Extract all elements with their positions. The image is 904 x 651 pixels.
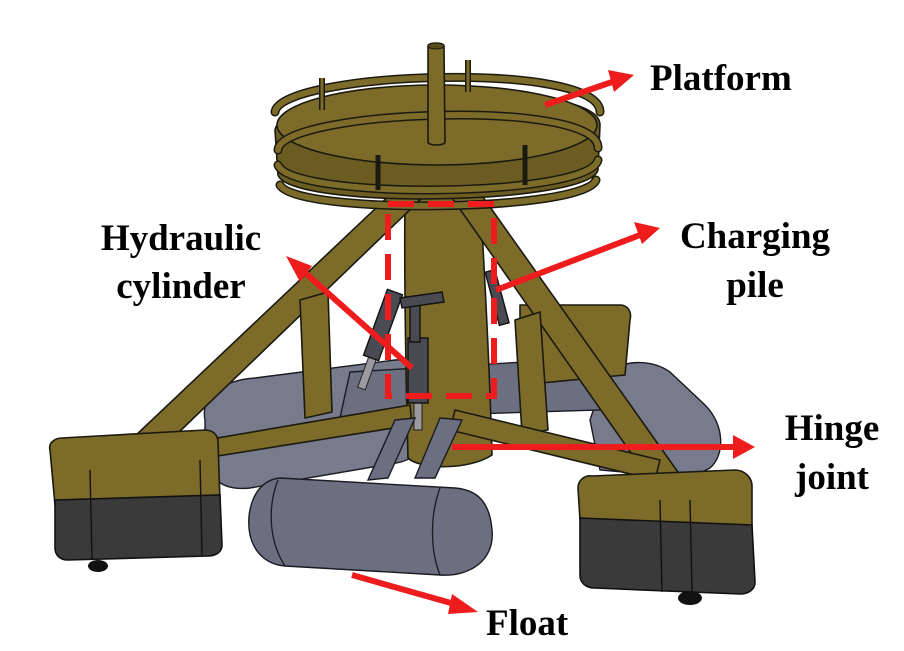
arrow-hinge-joint <box>452 435 755 459</box>
platform <box>270 42 605 211</box>
charging-pile-highlight-box <box>385 201 497 399</box>
label-hinge-joint-line2: joint <box>794 457 870 498</box>
label-charging-pile-line1: Charging <box>680 216 831 257</box>
label-float: Float <box>486 603 569 644</box>
label-platform: Platform <box>650 58 792 99</box>
arrow-hydraulic-cylinder <box>286 256 414 371</box>
arrow-float <box>351 572 478 614</box>
hinge-brackets <box>366 417 464 481</box>
right-base-foot <box>577 469 756 605</box>
label-hydraulic-cylinder-line2: cylinder <box>116 266 245 307</box>
center-mast <box>427 42 446 146</box>
float-front <box>248 477 493 576</box>
label-hinge-joint-line1: Hinge <box>785 408 880 449</box>
label-charging-pile-line2: pile <box>726 265 784 306</box>
arrow-charging-pile <box>494 222 660 293</box>
arrow-platform <box>544 70 634 108</box>
label-hydraulic-cylinder-line1: Hydraulic <box>101 218 261 259</box>
left-base-foot <box>48 429 223 572</box>
